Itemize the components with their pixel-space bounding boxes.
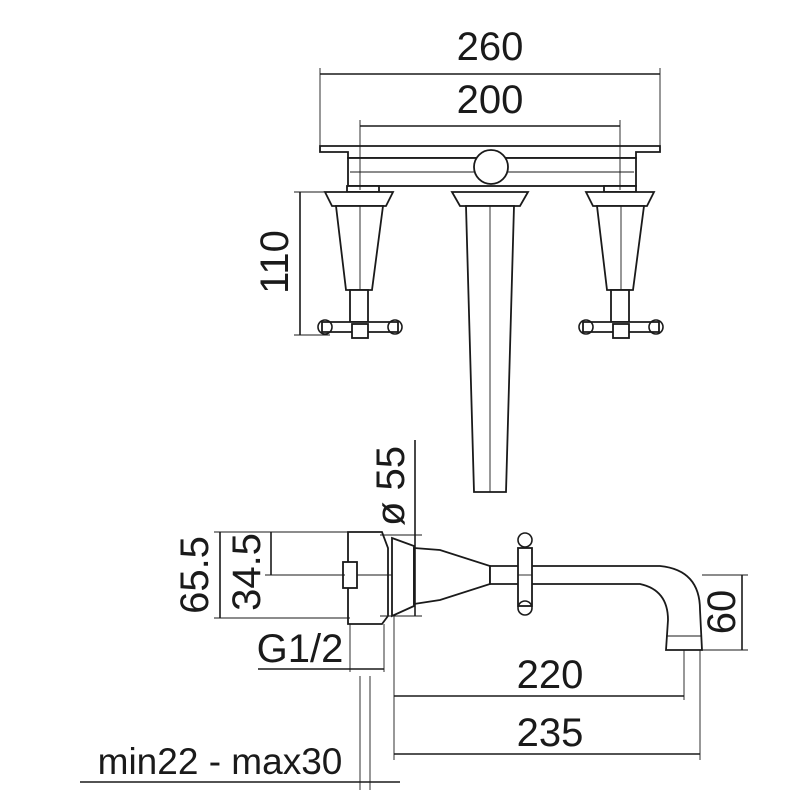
label-34: 34.5 (225, 533, 269, 611)
side-thread-connector (342, 561, 358, 589)
left-handle-knob-r (387, 319, 403, 335)
right-handle-knob-r (648, 319, 664, 335)
side-handle (517, 532, 533, 616)
front-spout (450, 149, 530, 493)
label-60: 60 (700, 590, 744, 635)
label-110: 110 (253, 230, 297, 294)
front-spout-collar (473, 149, 509, 185)
dimension-lines (80, 68, 748, 790)
dimension-labels: 260 200 110 ø 55 65.5 34.5 G1/2 60 220 2… (98, 25, 744, 782)
side-tapered-body (413, 547, 491, 606)
label-65: 65.5 (173, 536, 217, 614)
side-rosette (391, 536, 415, 618)
label-235: 235 (517, 711, 584, 755)
front-view (317, 145, 664, 493)
side-view (342, 531, 703, 651)
label-220: 220 (517, 653, 584, 697)
label-thread: G1/2 (257, 627, 344, 671)
left-handle-knob-l (317, 319, 333, 335)
right-handle (578, 185, 664, 339)
label-diameter: ø 55 (369, 446, 413, 526)
label-wall-range: min22 - max30 (98, 741, 343, 782)
right-handle-knob-l (578, 319, 594, 335)
label-260: 260 (457, 25, 524, 69)
left-handle (317, 185, 403, 339)
label-200: 200 (457, 78, 524, 122)
